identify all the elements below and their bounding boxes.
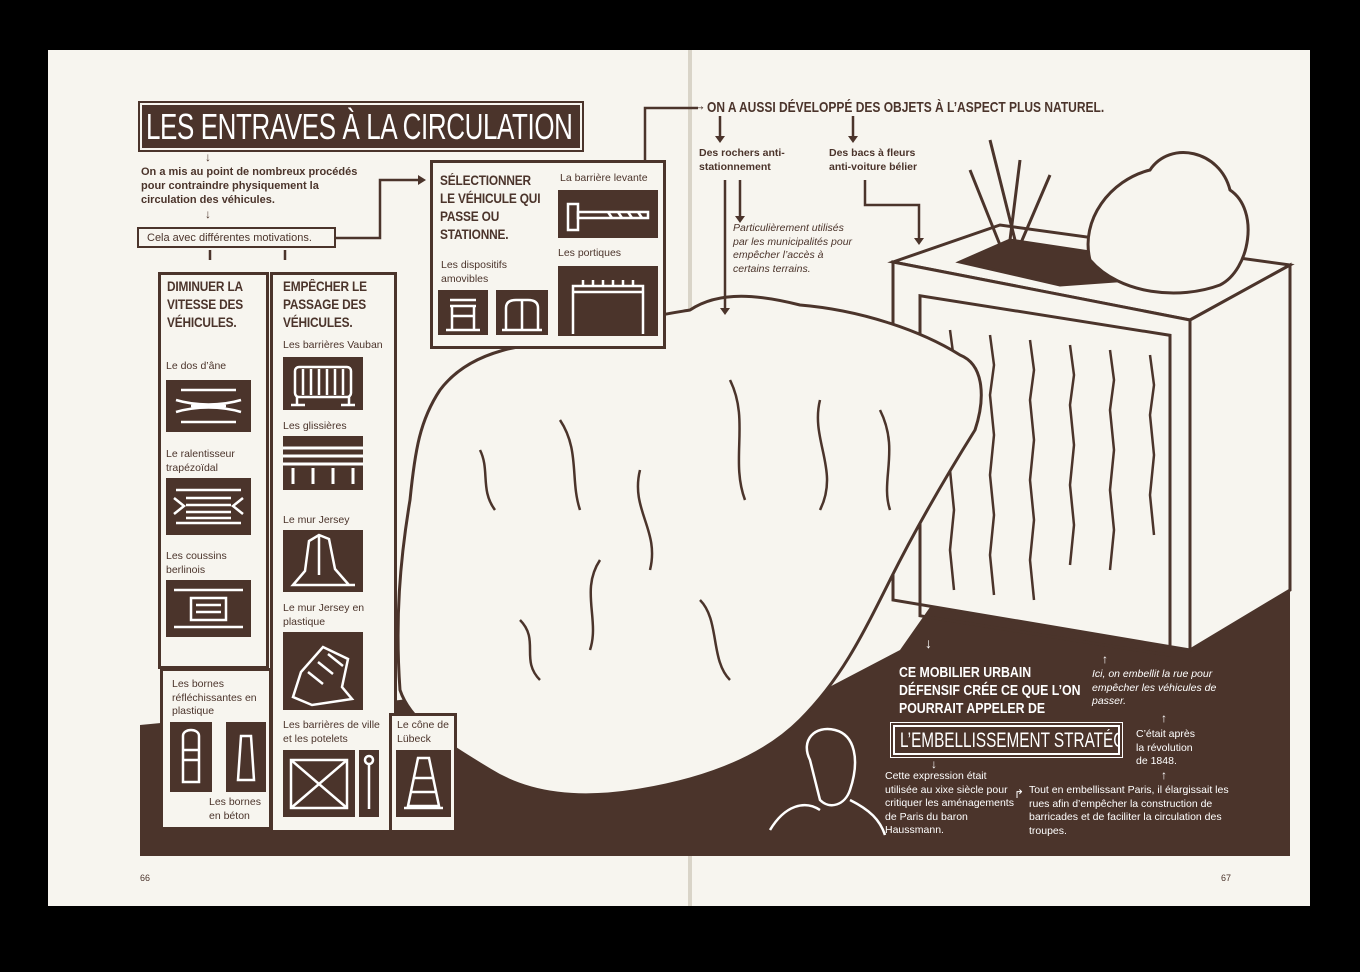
item-label: Le cône de Lübeck — [397, 719, 449, 745]
item-label: Le ralentisseur trapézoïdal — [166, 448, 235, 474]
lubeck-cone-icon — [396, 750, 451, 817]
item-label: Les barrières de ville et les potelets — [283, 719, 380, 745]
rocks-label: Des rochers anti-stationnement — [699, 147, 785, 173]
plastic-bollards-label: Les bornes réfléchissantes en plastique — [172, 678, 257, 717]
plastic-jersey-wall-icon — [283, 632, 363, 710]
arrow-up-icon: ↑ — [1102, 652, 1108, 666]
berlin-cushion-icon — [166, 580, 251, 637]
item-label: Les glissières — [283, 420, 347, 432]
embellissement-text: L’EMBELLISSEMENT STRATÉGIQUE. — [900, 729, 1118, 752]
concrete-bollards-label: Les bornes en béton — [209, 796, 261, 822]
concrete-bollard-icon — [226, 722, 266, 792]
planters-label: Des bacs à fleurs anti-voiture bélier — [829, 147, 918, 173]
guardrail-icon — [283, 436, 363, 490]
vauban-barrier-icon — [283, 357, 363, 410]
removable-post-icon — [438, 290, 488, 335]
item-label: Le dos d’âne — [166, 360, 227, 372]
jersey-wall-icon — [283, 530, 363, 592]
removable-hoop-icon — [496, 290, 548, 335]
lifting-barrier-icon — [558, 190, 658, 238]
city-barrier-icon — [283, 750, 355, 817]
item-label: Le mur Jersey — [283, 514, 350, 526]
block-heading: EMPÊCHER LE PASSAGE DES VÉHICULES. — [283, 279, 367, 330]
haussmann-portrait — [768, 727, 887, 836]
page-title: LES ENTRAVES À LA CIRCULATION — [138, 101, 584, 152]
page-number: 66 — [140, 873, 151, 883]
speed-bump-icon — [166, 380, 251, 432]
revolution-text: C’était après la révolution de 1848. — [1136, 728, 1195, 767]
rock-illustration — [396, 294, 983, 797]
item-label: Les barrières Vauban — [283, 339, 383, 351]
item-label: Les dispositifs amovibles — [441, 259, 507, 285]
height-gantry-icon — [558, 266, 658, 336]
arrow-up-icon: ↑ — [1161, 768, 1167, 782]
slow-heading: DIMINUER LA VITESSE DES VÉHICULES. — [167, 279, 243, 330]
trapezoidal-bump-icon — [166, 478, 251, 535]
embellissement-box: L’EMBELLISSEMENT STRATÉGIQUE. — [890, 722, 1123, 758]
rocks-note: Particulièrement utilisés par les munici… — [733, 222, 853, 275]
item-label: Les coussins berlinois — [166, 550, 227, 576]
haussmann-text: Tout en embellissant Paris, il élargissa… — [1029, 784, 1229, 837]
arrow-down-icon: ↓ — [925, 635, 932, 651]
bollard-post-icon — [359, 750, 379, 817]
right-ground — [690, 585, 1290, 856]
arrow-up-icon: ↑ — [1161, 711, 1167, 725]
arrow-down-icon: ↓ — [931, 757, 937, 771]
select-heading: SÉLECTIONNER LE VÉHICULE QUI PASSE OU ST… — [440, 173, 541, 242]
plastic-bollard-icon — [170, 722, 212, 792]
page-number: 67 — [1221, 873, 1232, 883]
arrow-right-icon: → — [693, 98, 706, 113]
item-label: Le mur Jersey en plastique — [283, 602, 365, 628]
intro-text: On a mis au point de nombreux procédés p… — [141, 166, 358, 206]
ici-text: Ici, on embellit la rue pour empêcher le… — [1092, 668, 1217, 707]
item-label: La barrière levante — [560, 172, 648, 184]
motivations-box: Cela avec différentes motivations. — [137, 227, 336, 248]
natural-objects-heading: ON A AUSSI DÉVELOPPÉ DES OBJETS À L’ASPE… — [707, 99, 1105, 116]
arrow-down-icon: ↓ — [205, 207, 211, 221]
connector-arrows — [715, 116, 924, 315]
arrow-right-icon: ↱ — [1014, 787, 1025, 801]
motivations-text: Cela avec différentes motivations. — [147, 232, 312, 244]
mobilier-heading: CE MOBILIER URBAIN DÉFENSIF CRÉE CE QUE … — [899, 665, 1081, 717]
connector-arrow — [208, 106, 698, 260]
item-label: Les portiques — [558, 247, 622, 259]
arrow-down-icon: ↓ — [205, 150, 211, 164]
expression-text: Cette expression était utilisée au xixe … — [885, 770, 1014, 836]
